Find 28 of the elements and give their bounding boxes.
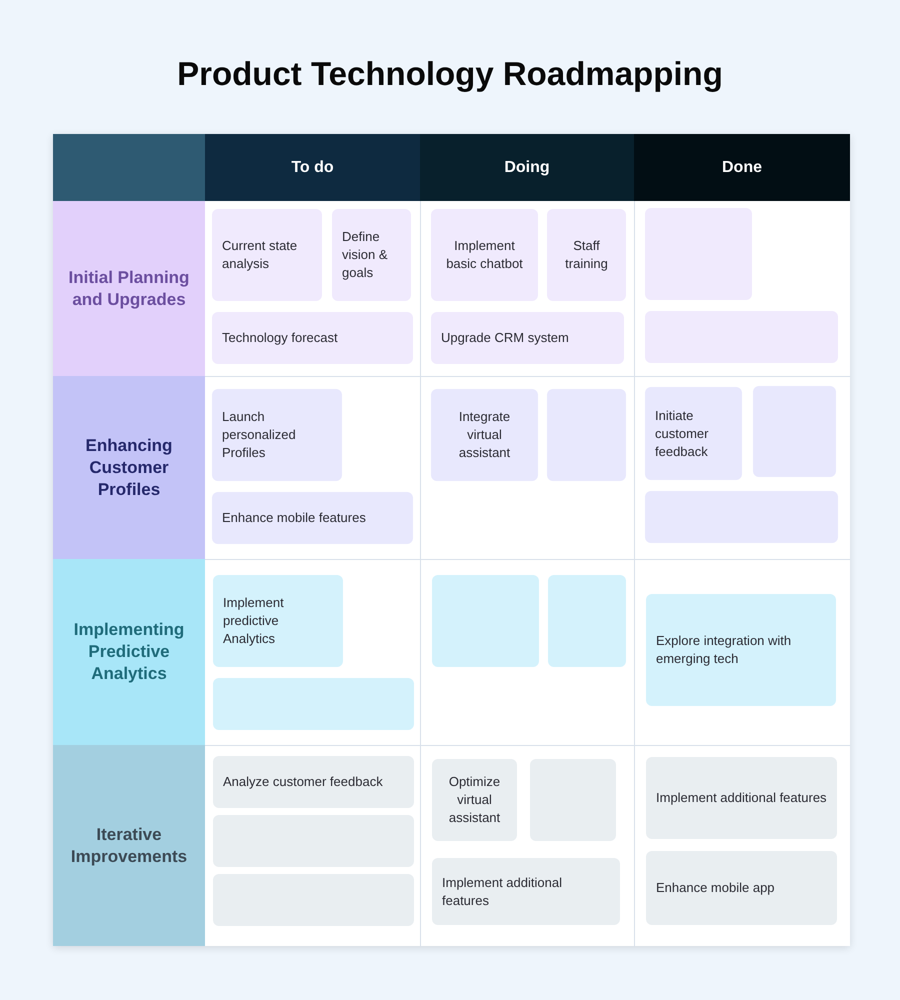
task-card: Implement additional features (646, 757, 837, 839)
task-card: Upgrade CRM system (431, 312, 624, 364)
empty-task-card (213, 678, 414, 730)
task-card: Enhance mobile app (646, 851, 837, 925)
row-header: Implementing Predictive Analytics (53, 559, 205, 745)
task-card: Implement predictive Analytics (213, 575, 343, 667)
row-header: Iterative Improvements (53, 745, 205, 946)
row-header: Initial Planning and Upgrades (53, 201, 205, 376)
task-card: Implement basic chatbot (431, 209, 538, 301)
title: Product Technology Roadmapping (176, 55, 724, 94)
task-card: Analyze customer feedback (213, 756, 414, 808)
task-card: Implement additional features (432, 858, 620, 925)
task-card: Initiate customer feedback (645, 387, 742, 480)
task-card: Optimize virtual assistant (432, 759, 517, 841)
task-card: Explore integration with emerging tech (646, 594, 836, 706)
task-card: Launch personalized Profiles (212, 389, 342, 481)
column-header: Doing (420, 134, 634, 201)
empty-task-card (432, 575, 539, 667)
column-header: To do (205, 134, 420, 201)
task-card: Integrate virtual assistant (431, 389, 538, 481)
task-card: Define vision & goals (332, 209, 411, 301)
column-header: Done (634, 134, 850, 201)
task-card: Current state analysis (212, 209, 322, 301)
task-card: Enhance mobile features (212, 492, 413, 544)
row-header: Enhancing Customer Profiles (53, 376, 205, 559)
task-card: Staff training (547, 209, 626, 301)
task-card: Technology forecast (212, 312, 413, 364)
empty-task-card (548, 575, 626, 667)
